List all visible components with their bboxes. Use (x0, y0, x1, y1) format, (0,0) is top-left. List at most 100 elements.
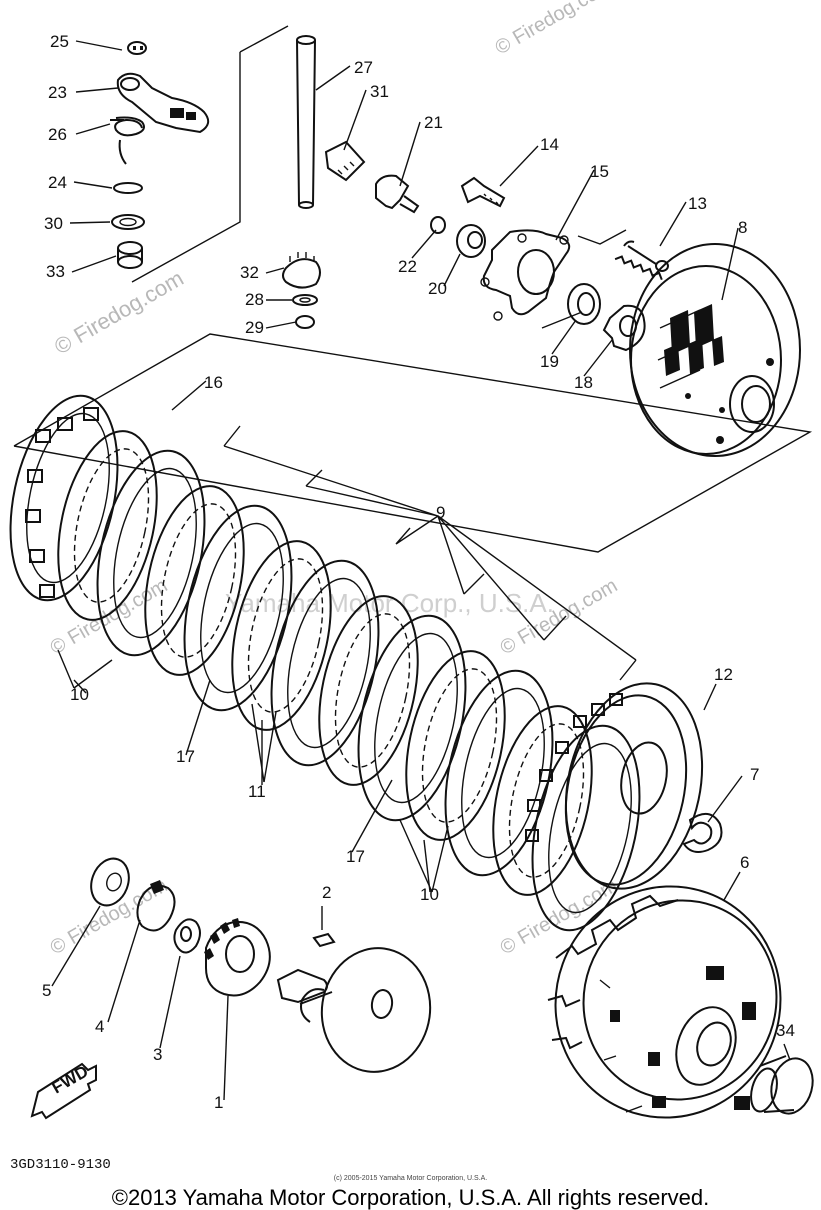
callout-5: 5 (42, 981, 51, 1000)
callout-19: 19 (540, 352, 559, 371)
push-rod-cluster (282, 35, 366, 329)
lever-cluster (110, 41, 210, 269)
leader-4 (107, 919, 141, 1023)
callout-22: 22 (398, 257, 417, 276)
leader-19 (551, 319, 577, 355)
callout-26: 26 (48, 125, 67, 144)
callout-30: 30 (44, 214, 63, 233)
leader-8 (721, 227, 739, 301)
friction-plate-tab (525, 829, 539, 842)
callout-32: 32 (240, 263, 259, 282)
clutch-plate-teeth (160, 503, 237, 658)
callout-1: 1 (214, 1093, 223, 1112)
friction-plate-tab (35, 429, 51, 443)
clutch-plate-teeth (73, 448, 150, 603)
friction-plate-tab (527, 799, 541, 812)
callout-7: 7 (750, 765, 759, 784)
clutch-plate-teeth (334, 613, 411, 768)
leader-32 (265, 267, 285, 274)
bracket-9 (223, 425, 637, 681)
leader-14 (499, 145, 539, 187)
leader-extra (251, 703, 265, 783)
callout-14: 14 (540, 135, 559, 154)
leader-13 (659, 201, 687, 247)
leader-9 (437, 515, 441, 521)
circlip-7 (682, 813, 723, 853)
callout-20: 20 (428, 279, 447, 298)
leader-lines (51, 40, 791, 1101)
friction-plate-tab (555, 741, 569, 754)
bracket-15-8 (541, 229, 627, 329)
leader-12 (703, 683, 717, 711)
callout-9: 9 (436, 503, 445, 522)
callout-8: 8 (738, 218, 747, 237)
callout-3: 3 (153, 1045, 162, 1064)
footer-copyright: ©2013 Yamaha Motor Corporation, U.S.A. A… (111, 1185, 710, 1210)
callout-29: 29 (245, 318, 264, 337)
primary-drive-group (90, 857, 432, 1073)
clutch-boss-8 (629, 243, 801, 457)
bracket-top-left (131, 25, 289, 283)
callout-layer: 2523262430332731211415138322829222019181… (42, 32, 795, 1112)
clutch-plate (144, 485, 245, 676)
clutch-plate (231, 540, 332, 731)
clutch-plate (405, 650, 506, 841)
leader-26 (75, 123, 111, 135)
collar-34 (750, 1055, 814, 1115)
callout-17: 17 (346, 847, 365, 866)
friction-plate-tab (27, 469, 43, 483)
leader-24 (73, 181, 113, 189)
leader-25 (75, 40, 123, 51)
leader-33 (71, 255, 117, 273)
callout-13: 13 (688, 194, 707, 213)
friction-plate-inner (548, 742, 632, 914)
callout-24: 24 (48, 173, 67, 192)
leader-10 (423, 839, 431, 893)
leader-20 (443, 253, 461, 287)
leader-21 (399, 121, 421, 187)
callout-18: 18 (574, 373, 593, 392)
watermark-lower-right: © Firedog.com (497, 875, 622, 960)
friction-plate-inner (374, 632, 458, 804)
leader-29 (265, 321, 297, 329)
fwd-arrow: FWD (30, 1062, 97, 1120)
small-copyright: (c) 2005-2015 Yamaha Motor Corporation, … (333, 1175, 488, 1182)
watermark-center: Yamaha Motor Corp., U.S.A. (225, 588, 554, 618)
leader-16 (171, 380, 207, 411)
watermark-mid-left: © Firedog.com (47, 575, 172, 660)
callout-2: 2 (322, 883, 331, 902)
callout-25: 25 (50, 32, 69, 51)
leader-10 (73, 679, 87, 694)
drawing-code: 3GD3110-9130 (10, 1157, 111, 1173)
leader-34 (783, 1043, 791, 1061)
friction-plate-tab (539, 769, 553, 782)
callout-16: 16 (204, 373, 223, 392)
friction-plate-tab (39, 584, 55, 598)
leader-extra (399, 819, 433, 893)
friction-plate-tab (83, 407, 99, 421)
leader-7 (707, 775, 743, 823)
leader-extra (263, 711, 277, 783)
callout-17: 17 (176, 747, 195, 766)
leader-extra (73, 659, 113, 689)
callout-33: 33 (46, 262, 65, 281)
pressure-plate-12 (564, 682, 704, 890)
callout-21: 21 (424, 113, 443, 132)
clutch-plate (318, 595, 419, 786)
callout-34: 34 (776, 1021, 795, 1040)
friction-plate (531, 724, 641, 932)
leader-1 (223, 995, 229, 1101)
leader-6 (723, 871, 741, 901)
watermark-top-right: © Firedog.com (492, 0, 617, 59)
pressure-plate-cluster (375, 174, 669, 352)
callout-23: 23 (48, 83, 67, 102)
leader-31 (343, 89, 367, 151)
bracket-plate-stack (13, 333, 813, 553)
friction-plate-inner (26, 412, 110, 584)
leader-23 (75, 87, 119, 93)
clutch-plate-teeth (508, 723, 585, 878)
leader-17 (185, 679, 211, 756)
callout-4: 4 (95, 1017, 104, 1036)
leader-5 (51, 905, 101, 987)
